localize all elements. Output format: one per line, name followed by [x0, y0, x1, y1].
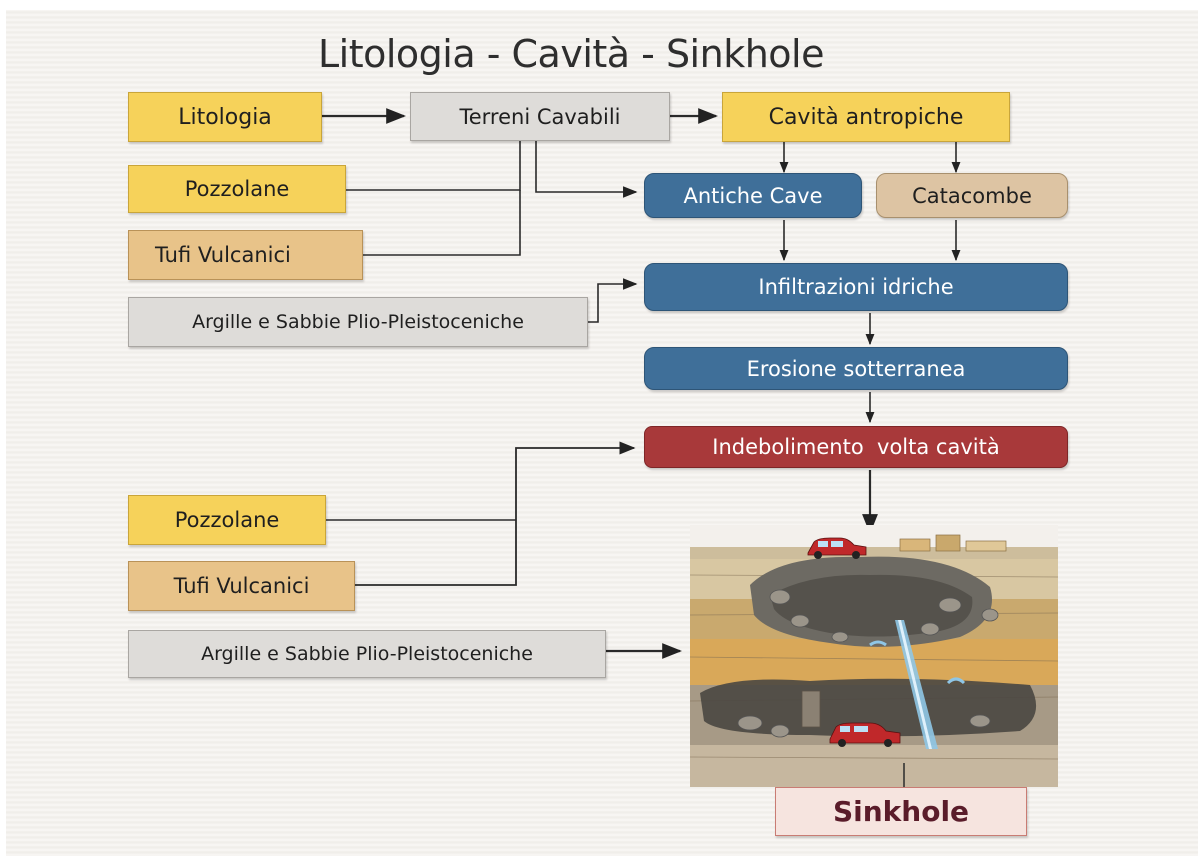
line-pozzolane-terreni — [346, 141, 520, 190]
arrow-argille-infiltrazioni — [588, 284, 636, 322]
box-argille-sabbie-top: Argille e Sabbie Plio-Pleistoceniche — [128, 297, 588, 347]
box-cavita-antropiche: Cavità antropiche — [722, 92, 1010, 142]
line-tufi-terreni — [363, 190, 520, 255]
arrow-terreni-antiche-cave — [536, 141, 636, 192]
box-pozzolane-bottom: Pozzolane — [128, 495, 326, 545]
box-catacombe: Catacombe — [876, 173, 1068, 218]
box-infiltrazioni-idriche: Infiltrazioni idriche — [644, 263, 1068, 311]
box-antiche-cave: Antiche Cave — [644, 173, 862, 218]
box-argille-sabbie-bottom: Argille e Sabbie Plio-Pleistoceniche — [128, 630, 606, 678]
box-pozzolane-top: Pozzolane — [128, 165, 346, 213]
arrow-tufi-indebolimento — [355, 448, 634, 585]
box-terreni-cavabili: Terreni Cavabili — [410, 92, 670, 141]
box-tufi-vulcanici-top: Tufi Vulcanici — [128, 230, 363, 280]
box-indebolimento-volta: Indebolimento volta cavità — [644, 426, 1068, 468]
box-litologia: Litologia — [128, 92, 322, 142]
box-erosione-sotterranea: Erosione sotterranea — [644, 347, 1068, 390]
box-tufi-vulcanici-bottom: Tufi Vulcanici — [128, 561, 355, 611]
sinkhole-illustration — [690, 525, 1058, 787]
box-sinkhole: Sinkhole — [775, 787, 1027, 836]
